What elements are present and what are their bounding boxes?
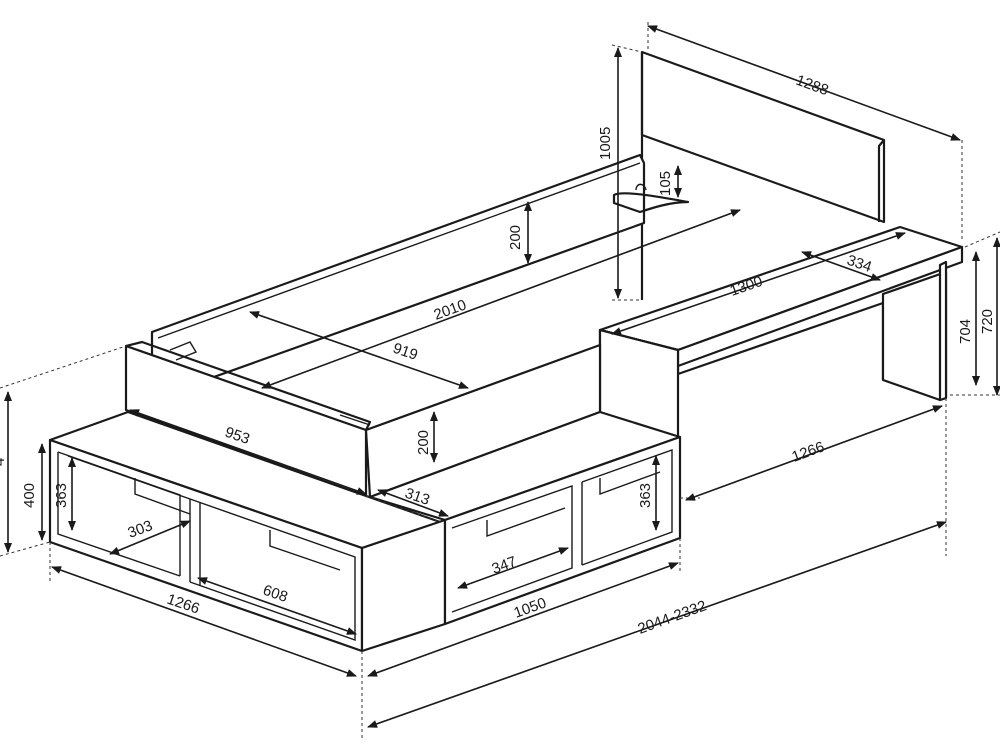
label-headboard-height: 1005 xyxy=(597,127,614,160)
dim-line-desk-width xyxy=(611,232,906,335)
label-desk-height: 720 xyxy=(979,309,996,334)
label-side-rail-height: 200 xyxy=(507,225,524,250)
label-shelf-height-right: 363 xyxy=(637,483,654,508)
label-mattress-width: 919 xyxy=(391,340,420,364)
label-handle-height: 105 xyxy=(657,171,674,196)
dim-line-left-unit-length xyxy=(51,566,357,677)
label-headboard-width: 1288 xyxy=(794,72,831,99)
label-left-unit-height-partial: 4 xyxy=(0,458,8,466)
dim-line-shelf-depth-left xyxy=(109,520,191,555)
dim-line-headboard-width xyxy=(647,25,961,141)
dim-line-under-desk-length xyxy=(685,405,943,501)
label-front-rail-height: 200 xyxy=(415,430,432,455)
dimension-lines xyxy=(4,25,1000,728)
label-shelf-height-left: 363 xyxy=(53,483,70,508)
dim-line-desk-depth xyxy=(801,251,881,281)
dim-line-footboard-width xyxy=(129,409,367,495)
label-under-desk-length: 1266 xyxy=(790,438,827,465)
dim-line-total-length xyxy=(367,521,947,728)
label-left-unit-height: 400 xyxy=(21,483,38,508)
label-desk-leg-height: 704 xyxy=(957,319,974,344)
dim-line-mattress-width xyxy=(249,311,469,389)
label-total-length: 2044-2332 xyxy=(636,597,709,638)
dim-line-step-depth xyxy=(377,489,449,517)
label-bed-length: 2010 xyxy=(432,296,469,323)
